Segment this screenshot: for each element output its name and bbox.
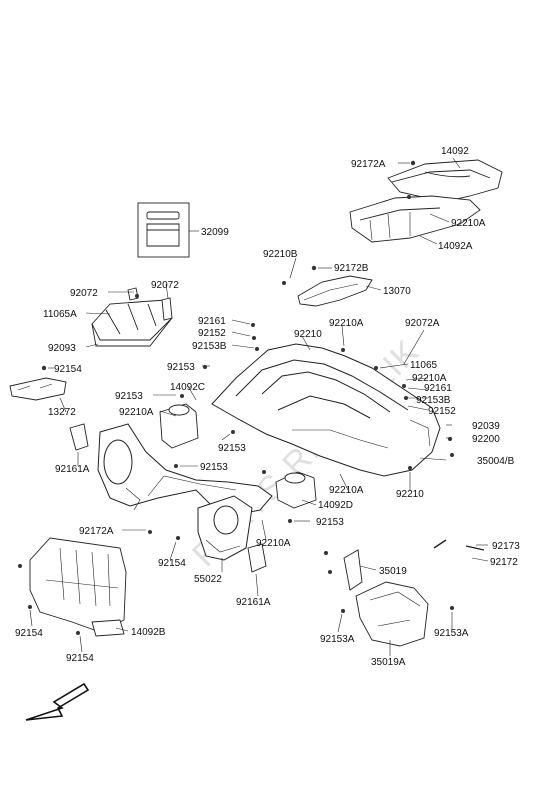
label-92200[interactable]: 92200 (472, 434, 500, 445)
label-13070[interactable]: 13070 (383, 286, 411, 297)
label-92210b[interactable]: 92210B (263, 249, 298, 260)
label-92172a-b[interactable]: 92172A (79, 526, 114, 537)
label-92161-a[interactable]: 92161 (198, 316, 226, 327)
label-92039[interactable]: 92039 (472, 421, 500, 432)
label-35019[interactable]: 35019 (379, 566, 407, 577)
label-92152-a[interactable]: 92152 (198, 328, 226, 339)
label-92210a-f[interactable]: 92210A (256, 538, 291, 549)
label-92153a-a[interactable]: 92153A (320, 634, 355, 645)
label-92210-a[interactable]: 92210 (294, 329, 322, 340)
label-92153b-a[interactable]: 92153B (192, 341, 227, 352)
tube-14092c-part[interactable] (159, 403, 199, 449)
fastener-dots (18, 160, 454, 635)
label-11065[interactable]: 11065 (410, 360, 438, 371)
label-92172b[interactable]: 92172B (334, 263, 369, 274)
label-92210a-d[interactable]: 92210A (119, 407, 154, 418)
label-13272[interactable]: 13272 (48, 407, 76, 418)
label-92153-b[interactable]: 92153 (115, 391, 143, 402)
label-14092[interactable]: 14092 (441, 146, 469, 157)
label-14092a[interactable]: 14092A (438, 241, 473, 252)
cover-11065a-part[interactable] (91, 299, 173, 347)
label-92072-b[interactable]: 92072 (151, 280, 179, 291)
filter-box-part[interactable] (137, 202, 190, 258)
bracket-13272-part[interactable] (9, 377, 67, 401)
front-fender-assembly[interactable] (97, 343, 441, 561)
label-92072-a[interactable]: 92072 (70, 288, 98, 299)
pad-92161a-part[interactable] (69, 423, 267, 573)
label-92153a-b[interactable]: 92153A (434, 628, 469, 639)
part-labels: 14092 92172A 92210A 14092A 32099 92210B … (15, 146, 520, 668)
label-92210a-c[interactable]: 92210A (412, 373, 447, 384)
label-92161a-b[interactable]: 92161A (236, 597, 271, 608)
label-92072a[interactable]: 92072A (405, 318, 440, 329)
label-92210-b[interactable]: 92210 (396, 489, 424, 500)
label-35019a[interactable]: 35019A (371, 657, 406, 668)
label-92172a-top[interactable]: 92172A (351, 159, 386, 170)
label-14092c[interactable]: 14092C (170, 382, 205, 393)
leader-lines (29, 157, 489, 656)
label-92153-c[interactable]: 92153 (218, 443, 246, 454)
tube-14092d-part[interactable] (275, 471, 317, 509)
label-92210a-e[interactable]: 92210A (329, 485, 364, 496)
label-92161-b[interactable]: 92161 (424, 383, 452, 394)
label-55022[interactable]: 55022 (194, 574, 222, 585)
label-35004b[interactable]: 35004/B (477, 456, 515, 467)
label-92153-e[interactable]: 92153 (316, 517, 344, 528)
label-92173[interactable]: 92173 (492, 541, 520, 552)
label-92210a-b[interactable]: 92210A (329, 318, 364, 329)
label-32099[interactable]: 32099 (201, 227, 229, 238)
label-92154-c[interactable]: 92154 (15, 628, 43, 639)
label-92093[interactable]: 92093 (48, 343, 76, 354)
label-11065a[interactable]: 11065A (43, 309, 77, 320)
rod-92173-part[interactable] (433, 539, 485, 551)
label-92153b-b[interactable]: 92153B (416, 395, 451, 406)
direction-arrow-icon (25, 682, 90, 721)
label-92154-d[interactable]: 92154 (66, 653, 94, 664)
bracket-13070-part[interactable] (297, 275, 373, 307)
label-92153-d[interactable]: 92153 (200, 462, 228, 473)
label-92154-b[interactable]: 92154 (158, 558, 186, 569)
mud-flap-35019-part[interactable] (343, 549, 429, 647)
label-14092b[interactable]: 14092B (131, 627, 166, 638)
label-92152-b[interactable]: 92152 (428, 406, 456, 417)
label-92172[interactable]: 92172 (490, 557, 518, 568)
label-92161a-a[interactable]: 92161A (55, 464, 90, 475)
label-92154-a[interactable]: 92154 (54, 364, 82, 375)
label-92153-a[interactable]: 92153 (167, 362, 195, 373)
side-panel-14092b-part[interactable] (29, 537, 127, 637)
label-14092d[interactable]: 14092D (318, 500, 353, 511)
label-92210a-top[interactable]: 92210A (451, 218, 486, 229)
rear-cover-part[interactable] (349, 159, 503, 243)
